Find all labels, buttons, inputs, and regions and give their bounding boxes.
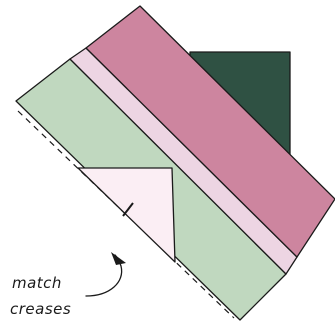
annotation-line-creases: creases <box>10 300 72 318</box>
crease-tick-mark <box>122 202 134 217</box>
annotation-line-match: match <box>12 274 62 292</box>
pink-strip <box>85 5 335 258</box>
dashed-crease-line <box>17 110 235 319</box>
arrowhead-icon <box>111 252 126 265</box>
folded-flap <box>77 167 176 263</box>
